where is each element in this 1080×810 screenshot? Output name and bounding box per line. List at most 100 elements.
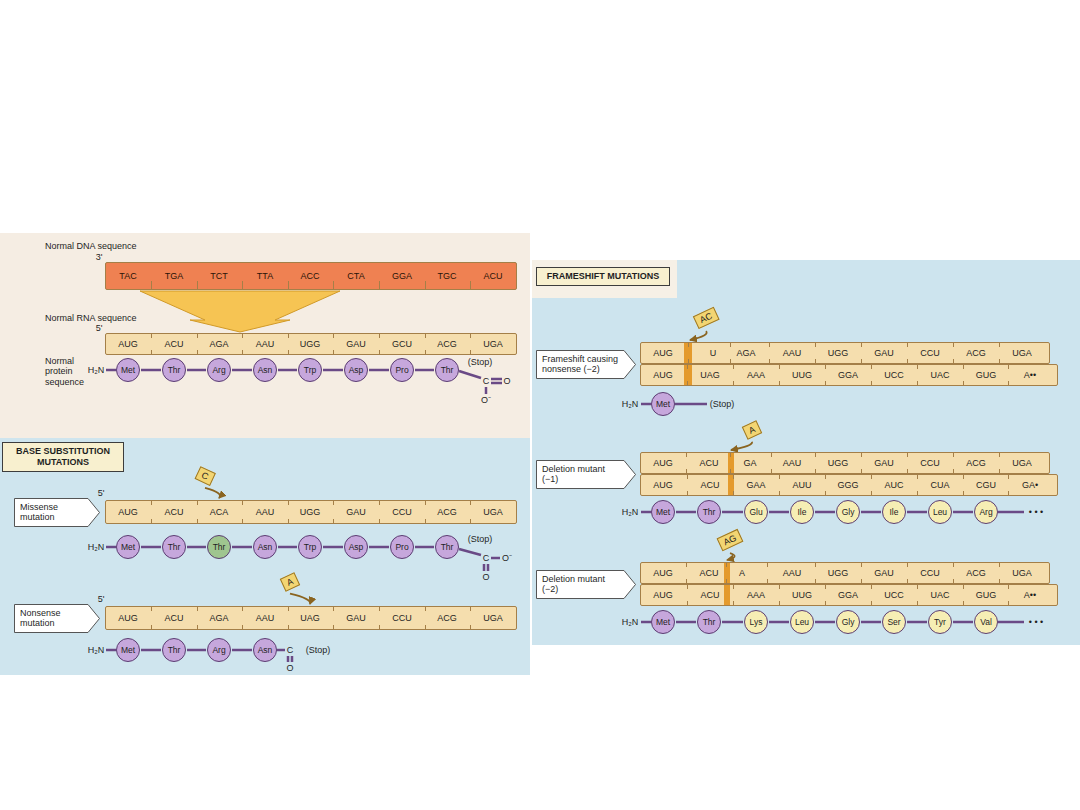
codon: CUA bbox=[930, 480, 949, 490]
codon-notch bbox=[151, 607, 152, 611]
mutation-type-arrow: Deletion mutant (−1) bbox=[536, 460, 636, 489]
nucleotide: AC bbox=[698, 311, 714, 325]
codon: ACU bbox=[699, 458, 718, 468]
codon-notch bbox=[379, 625, 380, 629]
codon-notch bbox=[1008, 381, 1009, 385]
codon-notch bbox=[686, 469, 687, 473]
peptide-bond bbox=[722, 621, 743, 624]
codon-notch bbox=[907, 359, 908, 363]
codon: CTA bbox=[347, 271, 364, 281]
codon-notch bbox=[907, 469, 908, 473]
codon: ACU bbox=[699, 568, 718, 578]
codon-notch bbox=[861, 359, 862, 363]
amino-acid-name: Met bbox=[656, 617, 670, 627]
section-heading: BASE SUBSTITUTION MUTATIONS bbox=[2, 442, 124, 472]
codon-notch bbox=[687, 381, 688, 385]
amino-acid-name: Ser bbox=[887, 617, 900, 627]
mrna-strand: AUGUAGAAAUUGGGAUCCUACGUGA bbox=[640, 342, 1050, 364]
codon-notch bbox=[825, 381, 826, 385]
codon-notch bbox=[425, 519, 426, 523]
codon-notch bbox=[686, 579, 687, 583]
codon-notch bbox=[197, 501, 198, 505]
codon-notch bbox=[730, 469, 731, 473]
codon: ACG bbox=[966, 568, 986, 578]
codon-notch bbox=[917, 585, 918, 589]
codon-notch bbox=[151, 334, 152, 338]
codon-notch bbox=[379, 350, 380, 354]
amino-acid: Leu bbox=[790, 610, 814, 634]
codon-notch bbox=[917, 475, 918, 479]
mutation-type: Frameshift causing nonsense (−2) bbox=[542, 354, 621, 375]
mutation-nucleotide-tag: C bbox=[195, 466, 216, 486]
amino-acid: Trp bbox=[298, 535, 322, 559]
codon-notch bbox=[288, 350, 289, 354]
codon-notch bbox=[779, 491, 780, 495]
codon-notch bbox=[242, 334, 243, 338]
nucleotide: A bbox=[285, 576, 295, 588]
peptide-bond bbox=[907, 621, 927, 624]
codon: AAU bbox=[256, 507, 275, 517]
codon: AGA bbox=[209, 339, 228, 349]
codon-notch bbox=[688, 343, 689, 347]
codon: TGA bbox=[165, 271, 184, 281]
amino-acid: Met bbox=[116, 535, 140, 559]
codon: A bbox=[739, 568, 745, 578]
amino-acid: Thr bbox=[162, 638, 186, 662]
mrna-strand: AUGACUAAAUUGGGAUCCUACGUGA bbox=[640, 562, 1050, 584]
codon-notch bbox=[999, 453, 1000, 457]
codon-notch bbox=[733, 381, 734, 385]
mrna-strand: AUGUAGAAAUUGGGAUCCUACGUGA•• bbox=[640, 364, 1058, 386]
codon: CCU bbox=[920, 348, 940, 358]
codon-notch bbox=[917, 381, 918, 385]
amino-acid-name: Thr bbox=[441, 542, 454, 552]
amino-acid-name: Ile bbox=[798, 507, 807, 517]
codon-notch bbox=[953, 579, 954, 583]
arrow-outline bbox=[537, 350, 636, 378]
codon-notch bbox=[861, 563, 862, 567]
text-label: O⁻ bbox=[502, 553, 512, 563]
codon-notch bbox=[726, 563, 727, 567]
amino-acid: Pro bbox=[390, 535, 414, 559]
amino-acid: Leu bbox=[928, 500, 952, 524]
deletion-mark bbox=[724, 585, 730, 605]
codon: UAC bbox=[930, 370, 949, 380]
peptide-bond bbox=[907, 511, 927, 514]
amino-acid-name: Thr bbox=[703, 617, 716, 627]
peptide-bond bbox=[861, 511, 881, 514]
codon-notch bbox=[825, 475, 826, 479]
codon-notch bbox=[333, 607, 334, 611]
text-label: O bbox=[482, 572, 489, 582]
codon-notch bbox=[907, 343, 908, 347]
codon: UGG bbox=[300, 339, 321, 349]
codon-notch bbox=[917, 601, 918, 605]
amino-acid-name: Met bbox=[121, 365, 135, 375]
codon-notch bbox=[242, 625, 243, 629]
codon-notch bbox=[733, 475, 734, 479]
amino-acid: Met bbox=[651, 610, 675, 634]
codon-notch bbox=[242, 607, 243, 611]
codon-notch bbox=[151, 625, 152, 629]
codon: U bbox=[710, 348, 717, 358]
codon: AAA bbox=[747, 370, 765, 380]
codon-notch bbox=[425, 607, 426, 611]
mutation-type: Missense mutation bbox=[20, 502, 85, 523]
peptide-bond bbox=[769, 511, 789, 514]
peptide-bond bbox=[187, 649, 206, 652]
codon: GUG bbox=[976, 370, 997, 380]
codon: TCT bbox=[210, 271, 228, 281]
amino-acid-name: Lys bbox=[750, 617, 763, 627]
codon: GAU bbox=[346, 339, 366, 349]
text-label: H₂N bbox=[622, 399, 639, 409]
codon-notch bbox=[379, 501, 380, 505]
codon: UGG bbox=[300, 507, 321, 517]
codon: AAU bbox=[783, 458, 802, 468]
codon-notch bbox=[999, 359, 1000, 363]
amino-acid-name: Leu bbox=[933, 507, 947, 517]
amino-acid-name: Met bbox=[121, 542, 135, 552]
amino-acid: Met bbox=[116, 638, 140, 662]
codon: UGG bbox=[828, 568, 849, 578]
amino-acid-name: Asp bbox=[349, 365, 364, 375]
codon-notch bbox=[871, 475, 872, 479]
peptide-bond bbox=[187, 369, 206, 372]
codon: GAU bbox=[874, 458, 894, 468]
